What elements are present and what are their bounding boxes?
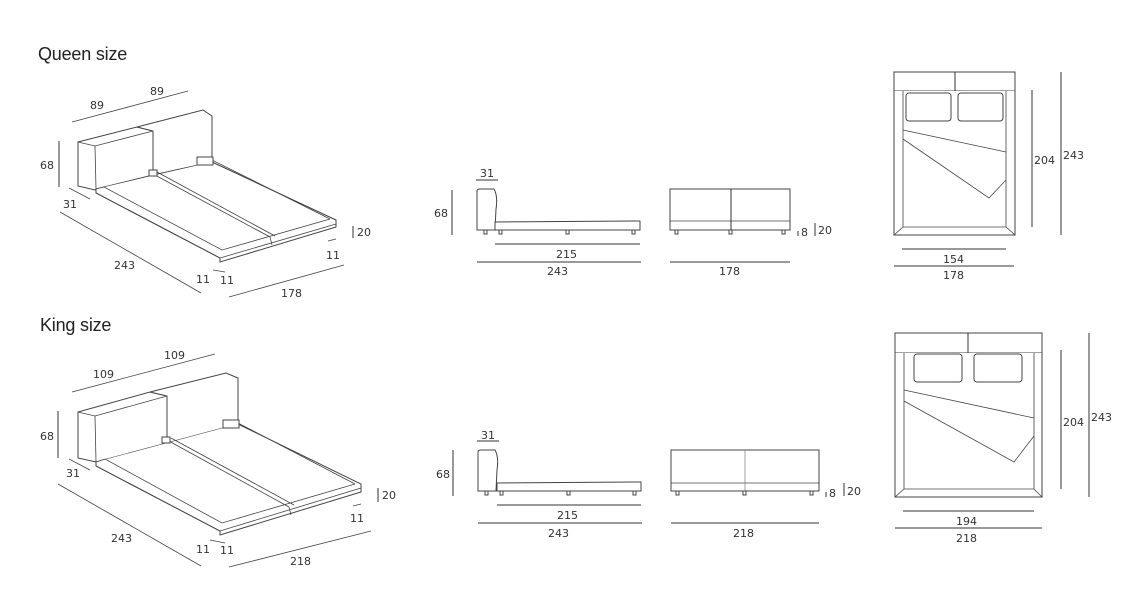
king-isometric-view: 109 109 68 31 243 11 11 11 20 218 xyxy=(40,349,396,568)
queen-front-frame-height-dim: 20 xyxy=(818,224,832,237)
queen-frame-height-dim: 20 xyxy=(357,226,371,239)
king-top-inner-length-dim: 204 xyxy=(1063,416,1084,429)
queen-top-inner-length-dim: 204 xyxy=(1034,154,1055,167)
queen-side-view: 31 68 215 243 xyxy=(434,167,641,278)
queen-size-title: Queen size xyxy=(38,44,128,64)
king-size-title: King size xyxy=(40,315,112,335)
king-front-frame-height-dim: 20 xyxy=(847,485,861,498)
queen-width-dim: 178 xyxy=(281,287,302,300)
queen-isometric-view: 89 89 68 31 243 11 11 11 xyxy=(40,85,371,300)
queen-front-view: 8 20 178 xyxy=(669,188,832,278)
king-length-dim: 243 xyxy=(111,532,132,545)
queen-leg-height-dim: 8 xyxy=(801,226,808,239)
queen-side-inner-length-dim: 215 xyxy=(556,248,577,261)
king-headboard-left-dim: 109 xyxy=(93,368,114,381)
queen-side-depth-dim: 31 xyxy=(480,167,494,180)
queen-headboard-height-dim: 68 xyxy=(40,159,54,172)
king-side-view: 31 68 215 243 xyxy=(436,429,642,540)
queen-side-height-dim: 68 xyxy=(434,207,448,220)
king-side-total-length-dim: 243 xyxy=(548,527,569,540)
king-headboard-depth-dim: 31 xyxy=(66,467,80,480)
queen-side-total-length-dim: 243 xyxy=(547,265,568,278)
king-frame-height-dim: 20 xyxy=(382,489,396,502)
king-side-inner-length-dim: 215 xyxy=(557,509,578,522)
king-top-total-width-dim: 218 xyxy=(956,532,977,545)
queen-top-inner-width-dim: 154 xyxy=(943,253,964,266)
king-front-view: 8 20 218 xyxy=(670,449,861,540)
queen-top-view: 204 243 154 178 xyxy=(893,71,1084,282)
queen-frame-side-c-dim: 11 xyxy=(326,249,340,262)
king-frame-side-b-dim: 11 xyxy=(220,544,234,557)
king-side-height-dim: 68 xyxy=(436,468,450,481)
queen-top-total-length-dim: 243 xyxy=(1063,149,1084,162)
queen-top-total-width-dim: 178 xyxy=(943,269,964,282)
queen-front-width-dim: 178 xyxy=(719,265,740,278)
king-width-dim: 218 xyxy=(290,555,311,568)
king-side-depth-dim: 31 xyxy=(481,429,495,442)
king-headboard-height-dim: 68 xyxy=(40,430,54,443)
queen-headboard-right-dim: 89 xyxy=(150,85,164,98)
king-frame-side-c-dim: 11 xyxy=(350,512,364,525)
king-front-width-dim: 218 xyxy=(733,527,754,540)
queen-headboard-left-dim: 89 xyxy=(90,99,104,112)
king-top-total-length-dim: 243 xyxy=(1091,411,1112,424)
king-headboard-right-dim: 109 xyxy=(164,349,185,362)
queen-length-dim: 243 xyxy=(114,259,135,272)
king-frame-side-a-dim: 11 xyxy=(196,543,210,556)
queen-frame-side-b-dim: 11 xyxy=(220,274,234,287)
king-top-view: 204 243 194 218 xyxy=(894,332,1112,545)
king-top-inner-width-dim: 194 xyxy=(956,515,977,528)
queen-headboard-depth-dim: 31 xyxy=(63,198,77,211)
king-leg-height-dim: 8 xyxy=(829,487,836,500)
queen-frame-side-a-dim: 11 xyxy=(196,273,210,286)
